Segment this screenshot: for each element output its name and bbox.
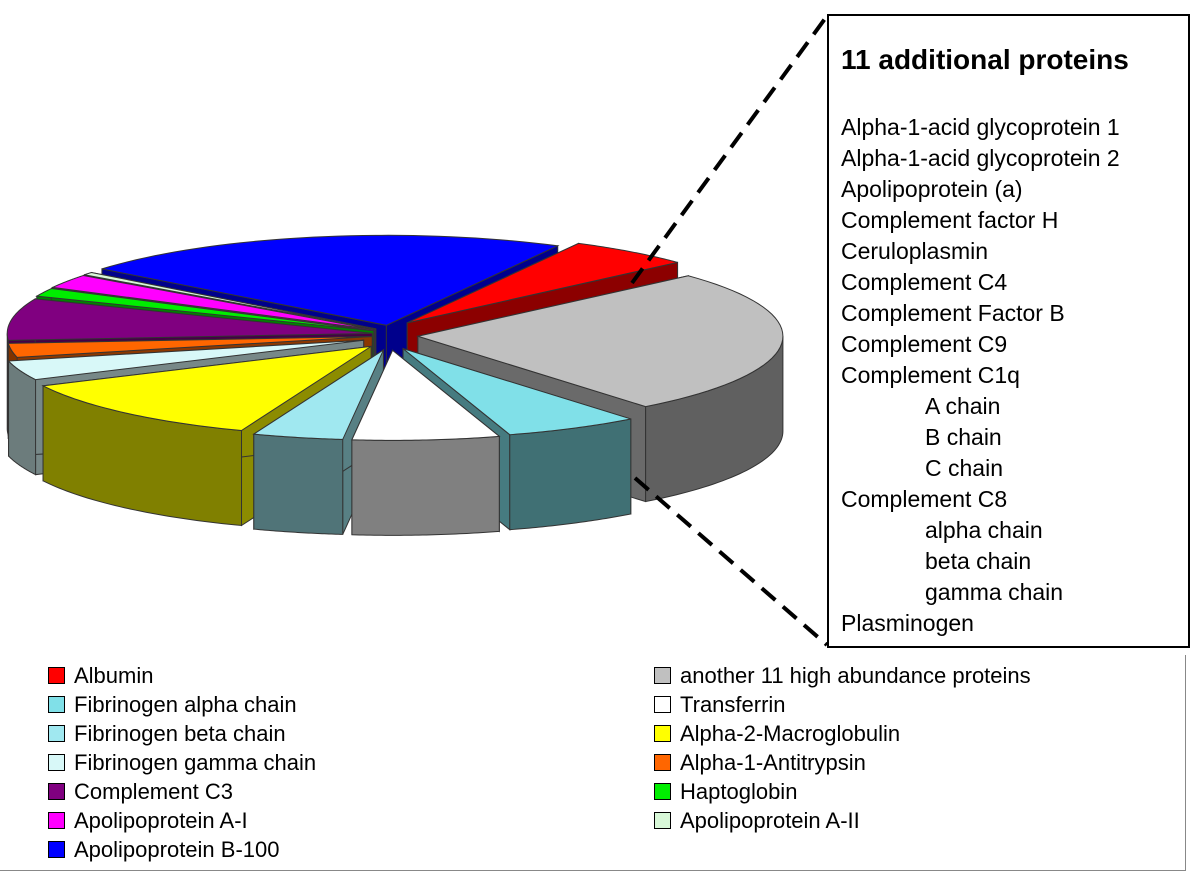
legend-label: Apolipoprotein A-II <box>680 807 860 833</box>
callout-protein-item: Complement factor H <box>841 207 1059 233</box>
callout-protein-item: Ceruloplasmin <box>841 238 989 264</box>
legend-label: another 11 high abundance proteins <box>680 662 1031 688</box>
pie-slices <box>6 234 784 536</box>
legend-label: Apolipoprotein A-I <box>74 807 248 833</box>
legend-label: Alpha-2-Macroglobulin <box>680 720 901 746</box>
pie-slice <box>351 349 501 536</box>
callout-line-bottom <box>633 476 829 647</box>
callout-protein-item: gamma chain <box>925 579 1064 605</box>
legend-entry: Apolipoprotein A-II <box>654 806 1031 835</box>
legend-label: Fibrinogen beta chain <box>74 720 286 746</box>
pie-slice-top <box>41 345 372 432</box>
legend-swatch <box>654 696 671 713</box>
legend-swatch <box>48 725 65 742</box>
pie-slice-top <box>7 336 373 358</box>
legend-swatch <box>48 754 65 771</box>
legend-entry: Haptoglobin <box>654 777 1031 806</box>
legend-entry: Apolipoprotein B-100 <box>48 835 316 864</box>
legend-label: Fibrinogen gamma chain <box>74 749 317 775</box>
callout-protein-item: Apolipoprotein (a) <box>841 176 1023 202</box>
callout-protein-item: A chain <box>925 393 1001 419</box>
pie-slice-top <box>415 275 784 408</box>
pie-slice-top <box>35 288 374 332</box>
legend-label: Transferrin <box>680 691 786 717</box>
callout-protein-item: alpha chain <box>925 517 1043 543</box>
legend-swatch <box>48 667 65 684</box>
legend-entry: Fibrinogen alpha chain <box>48 690 316 719</box>
callout-title: 11 additional proteins <box>841 44 1129 75</box>
pie-slice-top <box>6 298 373 341</box>
callout-protein-item: Complement C1q <box>841 362 1020 388</box>
pie-slice-outer-wall <box>509 418 632 531</box>
callout-protein-item: Complement Factor B <box>841 300 1065 326</box>
callout-protein-item: B chain <box>925 424 1002 450</box>
legend-swatch <box>48 696 65 713</box>
legend-swatch <box>654 812 671 829</box>
callout-protein-item: beta chain <box>925 548 1032 574</box>
legend-label: Complement C3 <box>74 778 233 804</box>
legend-swatch <box>654 783 671 800</box>
pie-slice-top <box>351 349 501 441</box>
pie-slice-top <box>50 275 375 331</box>
pie-slice-top <box>101 234 560 326</box>
legend-entry: Albumin <box>48 661 316 690</box>
callout-protein-item: Complement C9 <box>841 331 1008 357</box>
pie-slice-top <box>406 242 678 324</box>
legend-entry: Alpha-2-Macroglobulin <box>654 719 1031 748</box>
callout-connector-lines <box>630 14 829 647</box>
legend-label: Haptoglobin <box>680 778 798 804</box>
callout-protein-item: Alpha-1-acid glycoprotein 2 <box>841 145 1120 171</box>
pie-slice-top <box>402 348 631 436</box>
legend-entry: Complement C3 <box>48 777 316 806</box>
pie-slice-outer-wall <box>351 435 500 536</box>
legend-entry: Apolipoprotein A-I <box>48 806 316 835</box>
legend-entry: Fibrinogen beta chain <box>48 719 316 748</box>
callout-box: 11 additional proteins Alpha-1-acid glyc… <box>827 14 1190 648</box>
legend-label: Fibrinogen alpha chain <box>74 691 297 717</box>
legend-swatch <box>48 841 65 858</box>
legend-entry: Alpha-1-Antitrypsin <box>654 748 1031 777</box>
callout-protein-list: Alpha-1-acid glycoprotein 1 Alpha-1-acid … <box>841 112 1120 639</box>
callout-protein-item: C chain <box>925 455 1003 481</box>
legend-swatch <box>48 812 65 829</box>
legend-entry: another 11 high abundance proteins <box>654 661 1031 690</box>
legend-entry: Fibrinogen gamma chain <box>48 748 316 777</box>
callout-protein-item: Complement C4 <box>841 269 1008 295</box>
legend-swatch <box>48 783 65 800</box>
legend-swatch <box>654 725 671 742</box>
legend-label: Alpha-1-Antitrypsin <box>680 749 866 775</box>
legend-label: Albumin <box>74 662 154 688</box>
legend-swatch <box>654 667 671 684</box>
legend-entry: Transferrin <box>654 690 1031 719</box>
legend-swatch <box>654 754 671 771</box>
callout-protein-item: Complement C8 <box>841 486 1008 512</box>
pie-slice-top <box>252 348 385 440</box>
callout-protein-item: Plasminogen <box>841 610 974 636</box>
callout-line-top <box>630 14 829 285</box>
pie-slice-outer-wall <box>253 433 344 535</box>
callout-protein-item: Alpha-1-acid glycoprotein 1 <box>841 114 1120 140</box>
pie-slice-top <box>84 272 376 330</box>
pie-slice-top <box>7 339 364 381</box>
legend-label: Apolipoprotein B-100 <box>74 836 280 862</box>
